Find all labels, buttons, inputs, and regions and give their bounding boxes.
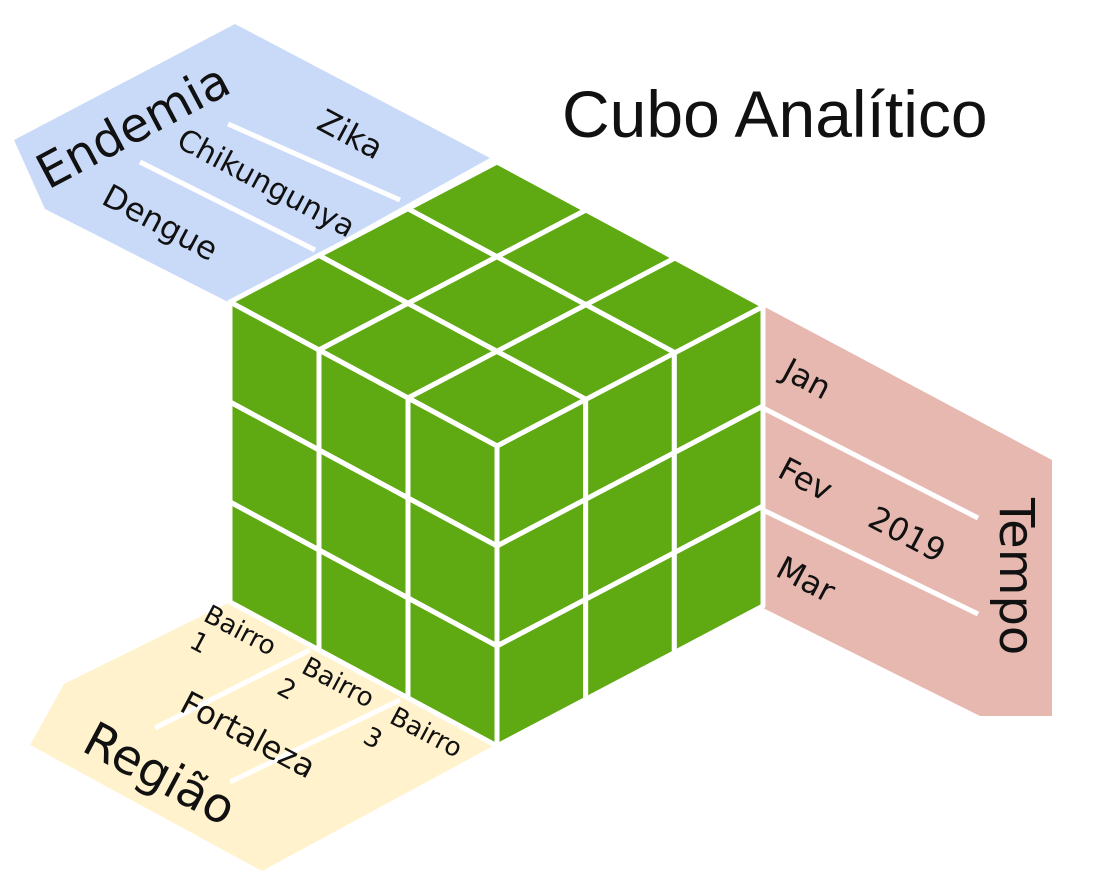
endemia-divider-2: [138, 159, 317, 253]
tempo-divider-1: [761, 405, 980, 521]
tempo-divider-2: [761, 507, 980, 617]
endemia-divider-1: [226, 121, 402, 203]
page-title: Cubo Analítico: [562, 77, 988, 151]
regiao-divider-2: [228, 697, 402, 785]
regiao-divider-1: [153, 647, 312, 731]
endemia-panel: [14, 24, 490, 303]
analytic-cube: [227, 159, 767, 749]
tempo-panel: [763, 306, 1052, 716]
cube-right-cell: [671, 503, 766, 656]
tempo-axis-label: Tempo: [988, 497, 1044, 655]
regiao-panel: [30, 602, 495, 871]
cube-top-cell: [583, 255, 767, 356]
cube-left-cell: [405, 595, 500, 749]
